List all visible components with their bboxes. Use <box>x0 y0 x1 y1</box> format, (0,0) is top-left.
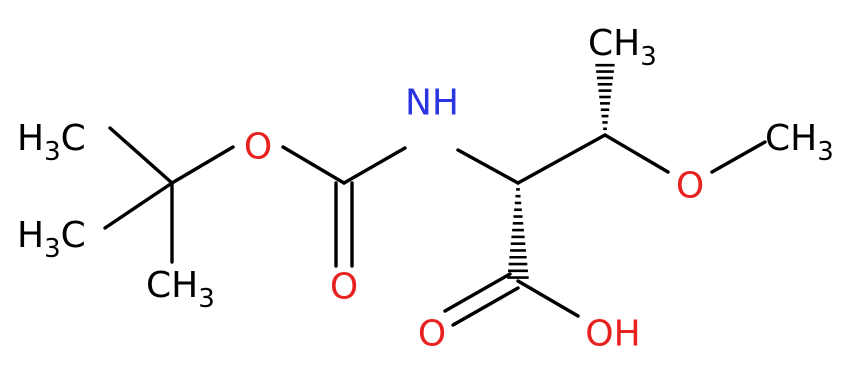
ether-oxygen-label: O <box>676 166 704 207</box>
bond-ether-o-to-ch3 <box>710 140 767 174</box>
bond-carbonyl-c-to-nh <box>342 146 407 185</box>
bond-ester-o-to-carbonyl-c <box>281 145 346 185</box>
hashed-wedge-alpha-c-to-carboxyl-c <box>507 188 529 279</box>
hashed-wedge-beta-c-to-ch3 <box>595 63 615 131</box>
h3c-mid-subscript: 3 <box>44 234 61 264</box>
bond-h3c-top-to-quaternary-c <box>108 126 174 185</box>
och3-subscript: 3 <box>817 137 834 167</box>
bond-acid-c-to-o-double-a <box>451 286 520 327</box>
nh-label: NH <box>405 83 459 124</box>
bond-alpha-c-to-beta-c <box>516 133 607 185</box>
bond-nh-to-alpha-c <box>456 148 520 185</box>
h3c-mid-h: H <box>17 215 44 256</box>
bond-h3c-mid-to-quaternary-c <box>103 181 174 230</box>
och3-ch: CH <box>765 118 817 159</box>
bond-acid-c-to-o-double-b <box>443 272 512 313</box>
atom-labels: H3C H3C CH3 O O NH O OH O CH3 CH3 <box>17 23 834 355</box>
h3c-top-label: H3C <box>17 118 86 167</box>
ester-oxygen-label: O <box>244 127 272 168</box>
acid-oxygen-label: O <box>418 314 446 355</box>
h3c-top-h: H <box>17 118 44 159</box>
hydroxyl-label: OH <box>585 314 640 355</box>
h3c-top-subscript: 3 <box>44 137 61 167</box>
bond-beta-c-to-ether-o <box>603 133 670 174</box>
h3c-mid-label: H3C <box>17 215 86 264</box>
ch3-top-subscript: 3 <box>640 42 657 72</box>
bond-acid-c-to-oh <box>516 279 580 318</box>
ch3-top-ch: CH <box>588 23 640 64</box>
carbonyl-oxygen-label: O <box>330 267 358 308</box>
ch3-bottom-ch: CH <box>146 265 198 306</box>
bonds <box>103 126 767 327</box>
och3-label: CH3 <box>765 118 834 167</box>
ch3-top-label: CH3 <box>588 23 657 72</box>
ch3-bottom-subscript: 3 <box>198 284 215 314</box>
h3c-top-c: C <box>61 118 86 159</box>
h3c-mid-c: C <box>61 215 86 256</box>
bond-quaternary-c-to-ester-o <box>170 145 235 185</box>
ch3-bottom-label: CH3 <box>146 265 215 314</box>
